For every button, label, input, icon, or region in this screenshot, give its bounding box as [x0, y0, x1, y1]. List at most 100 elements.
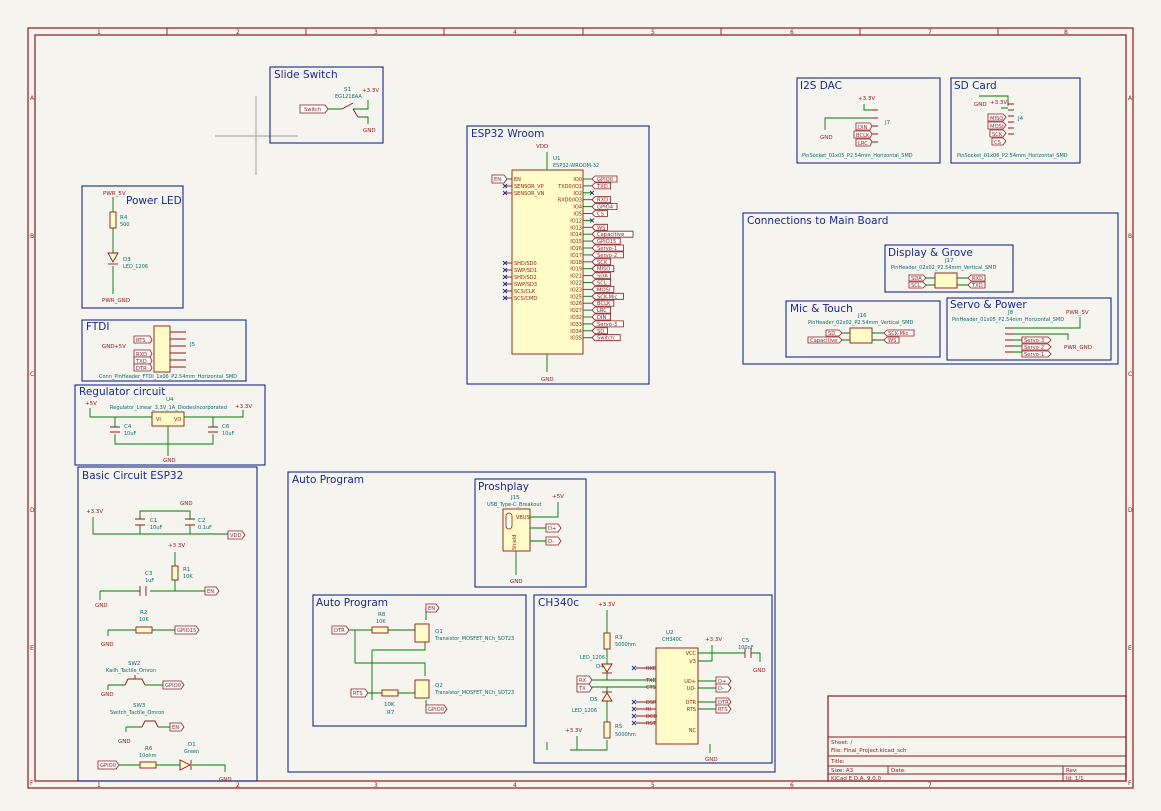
esp-right-pin: TXD0/IO1: [557, 184, 582, 190]
no-connect-marker: [502, 183, 508, 189]
pwr-vdd-esp: VDD: [536, 144, 548, 150]
group-slide-switch[interactable]: Slide Switch S1 EG1218AA Switch +3.3V GN…: [269, 66, 384, 144]
pwr-5v-ftdi: +5V: [114, 344, 126, 350]
group-regulator[interactable]: Regulator circuit +5V +3.3V U4 Regulator…: [74, 384, 266, 466]
group-title-power-led: Power LED: [126, 195, 182, 207]
ref-j15: J15: [510, 495, 520, 501]
ref-r3: R3: [615, 635, 623, 641]
pin-vbus: VBUS: [516, 515, 530, 521]
led-d3: [107, 252, 119, 263]
ruler-row-a-right: A: [1128, 95, 1133, 102]
net-en-auto: EN: [428, 606, 435, 612]
group-servo-power[interactable]: Servo & Power J8 PinHeader_01x05_P2.54mm…: [946, 297, 1112, 361]
esp-net-text: Servo-3: [597, 322, 617, 328]
ruler-row-c: C: [30, 371, 34, 378]
ruler-columns-bottom: 1 2 3 4 5 6 7: [97, 782, 932, 789]
esp-net-label: [591, 279, 611, 286]
esp-net-label: [591, 244, 624, 252]
ch-right-pin: RTS: [687, 707, 696, 713]
ruler-row-f-right: F: [1128, 780, 1132, 787]
esp-net-text: MISO: [597, 267, 610, 273]
group-i2s-dac[interactable]: I2S DAC +3.3V GND J7 DIN BCLK LRC PinSoc…: [796, 77, 941, 164]
net-servo3: Servo-3: [1024, 338, 1044, 344]
esp-right-pin: IO34: [570, 329, 582, 335]
no-connect-marker: [631, 720, 637, 726]
pwr-5v-led: PWR_5V: [103, 191, 126, 197]
group-auto-program-outer[interactable]: Auto Program: [287, 471, 776, 773]
group-title-servo: Servo & Power: [950, 299, 1027, 311]
net-rts-ch: RTS: [718, 707, 728, 713]
esp-left-pin: EN: [514, 177, 521, 183]
val-r7: 10K: [384, 702, 395, 708]
esp-net-label: [591, 272, 611, 280]
net-tx-ch: TX: [578, 686, 586, 692]
ref-d1: D1: [188, 742, 196, 748]
tb-date: Date:: [891, 768, 906, 774]
esp-right-pin: IO5: [573, 212, 582, 218]
net-ftdi-txd: TXD: [135, 359, 147, 365]
ch-left-pin: RI: [646, 707, 651, 713]
ruler-row-b: B: [30, 233, 34, 240]
esp-net-label: [591, 320, 624, 328]
tb-size: Size: A3: [831, 768, 854, 774]
esp-net-label: [591, 265, 615, 273]
inner-frame: [34, 34, 1127, 782]
esp-net-text: MOSI: [597, 287, 611, 293]
ch-right-pin: VCC: [686, 651, 697, 657]
ref-c2: C2: [198, 518, 205, 524]
group-power-led[interactable]: Power LED PWR_5V R4 500 D3 LED_1206 PWR_…: [81, 185, 184, 309]
ruler-row-a: A: [30, 95, 35, 102]
net-dm-usb: D-: [548, 539, 554, 545]
ref-j7: J7: [884, 120, 891, 126]
val-c1: 10uF: [150, 525, 163, 531]
esp-net-text: TXD: [596, 184, 608, 190]
esp-net-label: [591, 203, 618, 211]
group-basic-circuit[interactable]: Basic Circuit ESP32 GND +3.3V C1 10uF C2…: [77, 466, 258, 783]
group-title-slide-switch: Slide Switch: [274, 69, 338, 81]
gnd-basic-3: GND: [101, 642, 114, 648]
pin-vo: VO: [174, 417, 181, 423]
group-auto-program-inner[interactable]: Auto Program DTR R8 10K EN Q1 Transistor…: [312, 594, 527, 727]
val-c3: 1uF: [145, 578, 154, 584]
net-rts-auto: RTS: [353, 691, 363, 697]
val-c2: 0.1uF: [198, 525, 212, 531]
ch-right-pin: V3: [689, 659, 696, 665]
ruler-col-7: 7: [928, 29, 932, 36]
tb-id: Id: 1/1: [1066, 776, 1084, 782]
ruler-col-3: 3: [374, 29, 378, 36]
esp-net-text: DIN: [597, 315, 607, 321]
pwr-5v-usb: +5V: [552, 494, 564, 500]
ref-c6: C6: [222, 424, 230, 430]
group-sd-card[interactable]: SD Card GND +3.3V J4 MISO MOSI SCK CS Pi…: [950, 77, 1081, 164]
group-title-auto-outer: Auto Program: [292, 474, 364, 486]
tb-file: File: Final_Project.kicad_sch: [831, 748, 907, 754]
group-proshplay[interactable]: Proshplay J15 USB_Type-C_Breakout +5V VB…: [474, 478, 587, 588]
group-ch340c[interactable]: CH340c +3.3V R3 5000hm LED_1206 D4 RX TX…: [533, 594, 773, 764]
esp-net-text: GPIO4: [597, 205, 614, 211]
group-ftdi[interactable]: FTDI GND +5V J5 RTS RXD TXD DTR Conn_Pin…: [81, 319, 247, 382]
net-ftdi-dtr: DTR: [136, 366, 147, 372]
esp-right-pin: IO22: [570, 281, 582, 287]
group-mic-touch[interactable]: Mic & Touch J16 PinHeader_02x02_P2.54mm_…: [785, 300, 941, 358]
esp-net-text: Capacitive: [597, 232, 624, 238]
ruler-col-6-bottom: 6: [790, 782, 794, 789]
esp-left-pin: SHD/SD0: [514, 261, 537, 267]
ch-right-pin: UD+: [684, 679, 696, 685]
val-u1: ESP32-WROOM-32: [553, 163, 599, 169]
no-connect-marker: [502, 288, 508, 294]
esp-net-text: GPIO15: [597, 239, 616, 245]
net-gpio0-auto: GPIO0: [428, 707, 444, 713]
group-esp32-wroom[interactable]: ESP32 Wroom VDD U1 ESP32-WROOM-32 EN GND…: [466, 125, 650, 385]
pwr-3v3-ch-a: +3.3V: [598, 602, 615, 608]
net-sd-mic: SD: [828, 331, 835, 337]
esp-right-pin: IO2: [573, 191, 582, 197]
esp-left-pin: SCS/CMD: [514, 296, 537, 302]
group-display-grove[interactable]: Display & Grove J17 PinHeader_02x02_P2.5…: [884, 244, 1014, 293]
group-connections[interactable]: Connections to Main Board: [742, 212, 1119, 365]
esp-left-pin: SWP/SD1: [514, 268, 537, 274]
group-title-mic: Mic & Touch: [790, 303, 853, 315]
esp-left-pin: SENSOR_VP: [514, 184, 544, 190]
fp-j5: Conn_PinHeader_FTDI_1x06_P2.54mm_Horizon…: [99, 374, 237, 380]
gnd-ch-b: GND: [705, 757, 718, 763]
